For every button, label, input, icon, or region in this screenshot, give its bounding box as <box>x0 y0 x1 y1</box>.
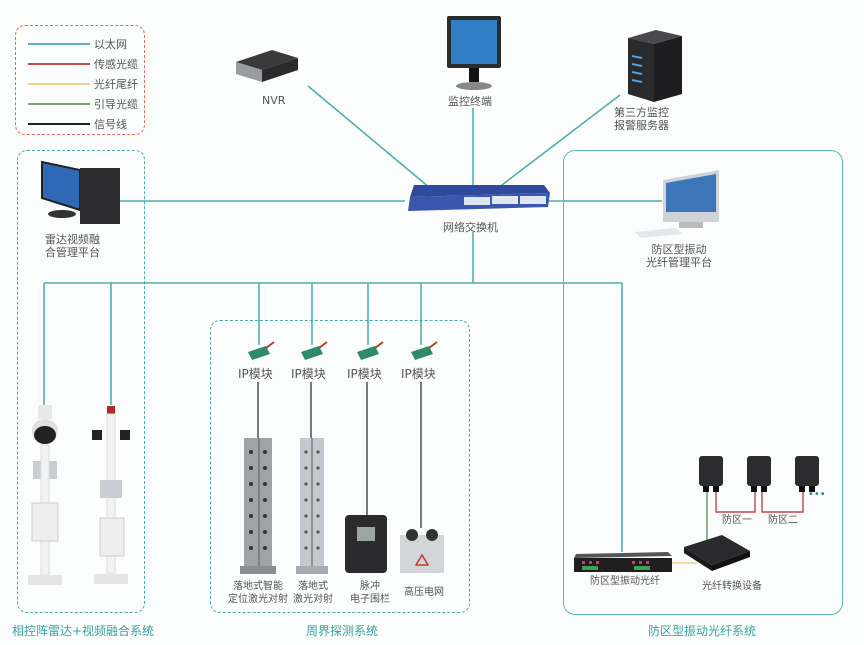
detector-label: 落地式智能 定位激光对射 <box>228 580 288 606</box>
monitor-terminal-icon <box>447 16 501 90</box>
radar-video-system-box <box>17 150 145 613</box>
radar-platform-label-line1: 雷达视频融 <box>45 233 100 246</box>
legend-line <box>28 123 90 125</box>
radar-camera-pole-icon <box>92 406 130 584</box>
fiber-platform-label-line1: 防区型振动 <box>651 243 707 256</box>
fiber-converter-icon <box>684 535 750 571</box>
vibration-fiber-system-label: 防区型振动光纤系统 <box>648 624 757 638</box>
ip-module-label: IP模块 <box>238 367 273 381</box>
alarm-server-label-line2: 报警服务器 <box>614 119 669 132</box>
legend-item-lead-cable: 引导光缆 <box>28 94 138 114</box>
more-zones-ellipsis: ••• <box>808 489 826 500</box>
ptz-camera-pole-icon <box>28 405 62 585</box>
legend-line <box>28 103 90 105</box>
detector-label-line2: 定位激光对射 <box>228 594 288 605</box>
radar-platform-label: 雷达视频融 合管理平台 <box>45 233 100 259</box>
monitor-terminal-label: 监控终端 <box>448 95 492 108</box>
detector-label-line1: 落地式智能 <box>233 581 283 592</box>
alarm-server-label: 第三方监控 报警服务器 <box>614 106 669 132</box>
legend-line <box>28 43 90 45</box>
legend-item-ethernet: 以太网 <box>28 34 127 54</box>
legend-item-sensing-cable: 传感光缆 <box>28 54 138 74</box>
fiber-junction-box-icon <box>747 456 771 492</box>
fiber-junction-box-icon <box>699 456 723 492</box>
electronic-fence-icon <box>345 515 387 573</box>
ip-module-label: IP模块 <box>347 367 382 381</box>
legend-label: 信号线 <box>94 118 127 131</box>
fiber-platform-pc-icon <box>635 170 719 238</box>
vibration-fiber-host-label: 防区型振动光纤 <box>590 576 660 587</box>
fiber-junction-box-icon <box>795 456 819 492</box>
vibration-fiber-host-icon <box>574 552 672 572</box>
detector-label-line2: 电子围栏 <box>350 594 390 605</box>
nvr-icon <box>236 50 298 82</box>
wire-server-switch <box>497 94 621 189</box>
detector-label-line1: 落地式 <box>298 581 328 592</box>
high-voltage-grid-icon <box>400 529 444 573</box>
legend-item-signal-line: 信号线 <box>28 114 127 134</box>
laser-beam-column-icon <box>240 438 276 574</box>
alarm-server-label-line1: 第三方监控 <box>614 106 669 119</box>
detector-label-line2: 激光对射 <box>293 594 333 605</box>
legend-label: 光纤尾纤 <box>94 78 138 91</box>
ip-module-label: IP模块 <box>291 367 326 381</box>
legend-line <box>28 63 90 65</box>
ip-module-icon <box>248 341 275 360</box>
ip-module-label: IP模块 <box>401 367 436 381</box>
ip-module-icon <box>301 341 328 360</box>
ip-module-icon <box>411 341 438 360</box>
laser-beam-column-icon <box>296 438 328 574</box>
network-switch-label: 网络交换机 <box>443 221 498 234</box>
legend-label: 以太网 <box>94 38 127 51</box>
sensing-cable-zone2 <box>761 492 804 513</box>
radar-platform-pc-icon <box>41 160 120 224</box>
fiber-converter-label: 光纤转换设备 <box>702 581 762 592</box>
zone-label: 防区二 <box>768 515 798 526</box>
network-switch-icon <box>408 185 550 211</box>
legend-label: 引导光缆 <box>94 98 138 111</box>
vibration-fiber-system-box <box>563 150 843 615</box>
detector-label: 高压电网 <box>404 587 444 598</box>
legend-item-fiber-pigtail: 光纤尾纤 <box>28 74 138 94</box>
fiber-platform-label-line2: 光纤管理平台 <box>646 256 712 269</box>
alarm-server-icon <box>628 30 682 102</box>
fiber-platform-label: 防区型振动 光纤管理平台 <box>646 243 712 269</box>
legend-label: 传感光缆 <box>94 58 138 71</box>
detector-label-line1: 脉冲 <box>360 581 380 592</box>
detector-label: 脉冲 电子围栏 <box>350 580 390 606</box>
wire-nvr-switch <box>307 85 431 189</box>
perimeter-system-label: 周界探测系统 <box>306 624 379 638</box>
radar-platform-label-line2: 合管理平台 <box>45 246 100 259</box>
nvr-label: NVR <box>262 94 286 107</box>
ip-module-icon <box>357 341 384 360</box>
sensing-cable-zone1 <box>715 492 756 513</box>
perimeter-system-box <box>210 320 470 613</box>
detector-label: 落地式 激光对射 <box>293 580 333 606</box>
zone-label: 防区一 <box>722 515 752 526</box>
legend: 以太网 传感光缆 光纤尾纤 引导光缆 信号线 <box>15 25 145 135</box>
legend-line <box>28 83 90 85</box>
radar-video-system-label: 相控阵雷达+视频融合系统 <box>12 624 155 638</box>
